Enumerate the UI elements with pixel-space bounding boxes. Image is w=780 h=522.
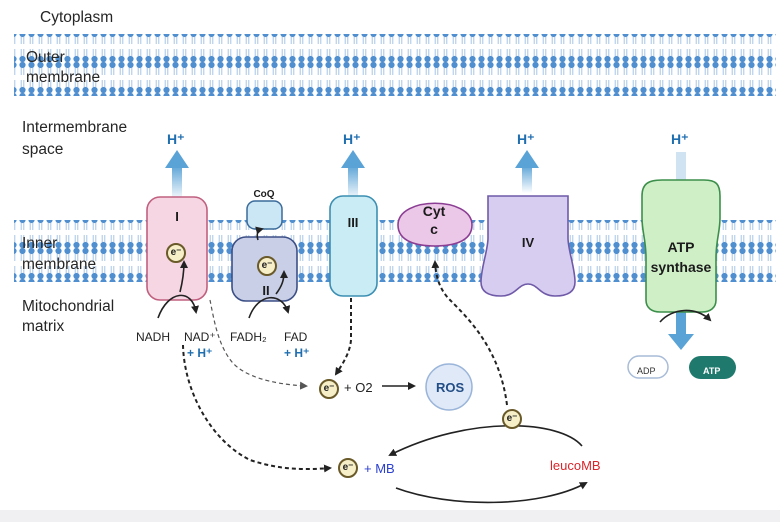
complex-i: [146, 196, 208, 301]
atp-pill: [689, 356, 736, 379]
proton-arrows: [165, 150, 694, 350]
atp-synthase: [641, 179, 721, 313]
complex-iii: [329, 195, 378, 297]
cytochrome-c: [397, 202, 473, 247]
outer-membrane-bilayer: [14, 34, 776, 96]
complex-iv: [480, 195, 576, 297]
complex-ii: [231, 236, 298, 302]
reaction-arrows: [157, 226, 712, 323]
electron-paths: [182, 260, 508, 473]
coq: [246, 200, 283, 230]
ros-node: [425, 363, 473, 411]
adp-pill: [627, 355, 669, 379]
